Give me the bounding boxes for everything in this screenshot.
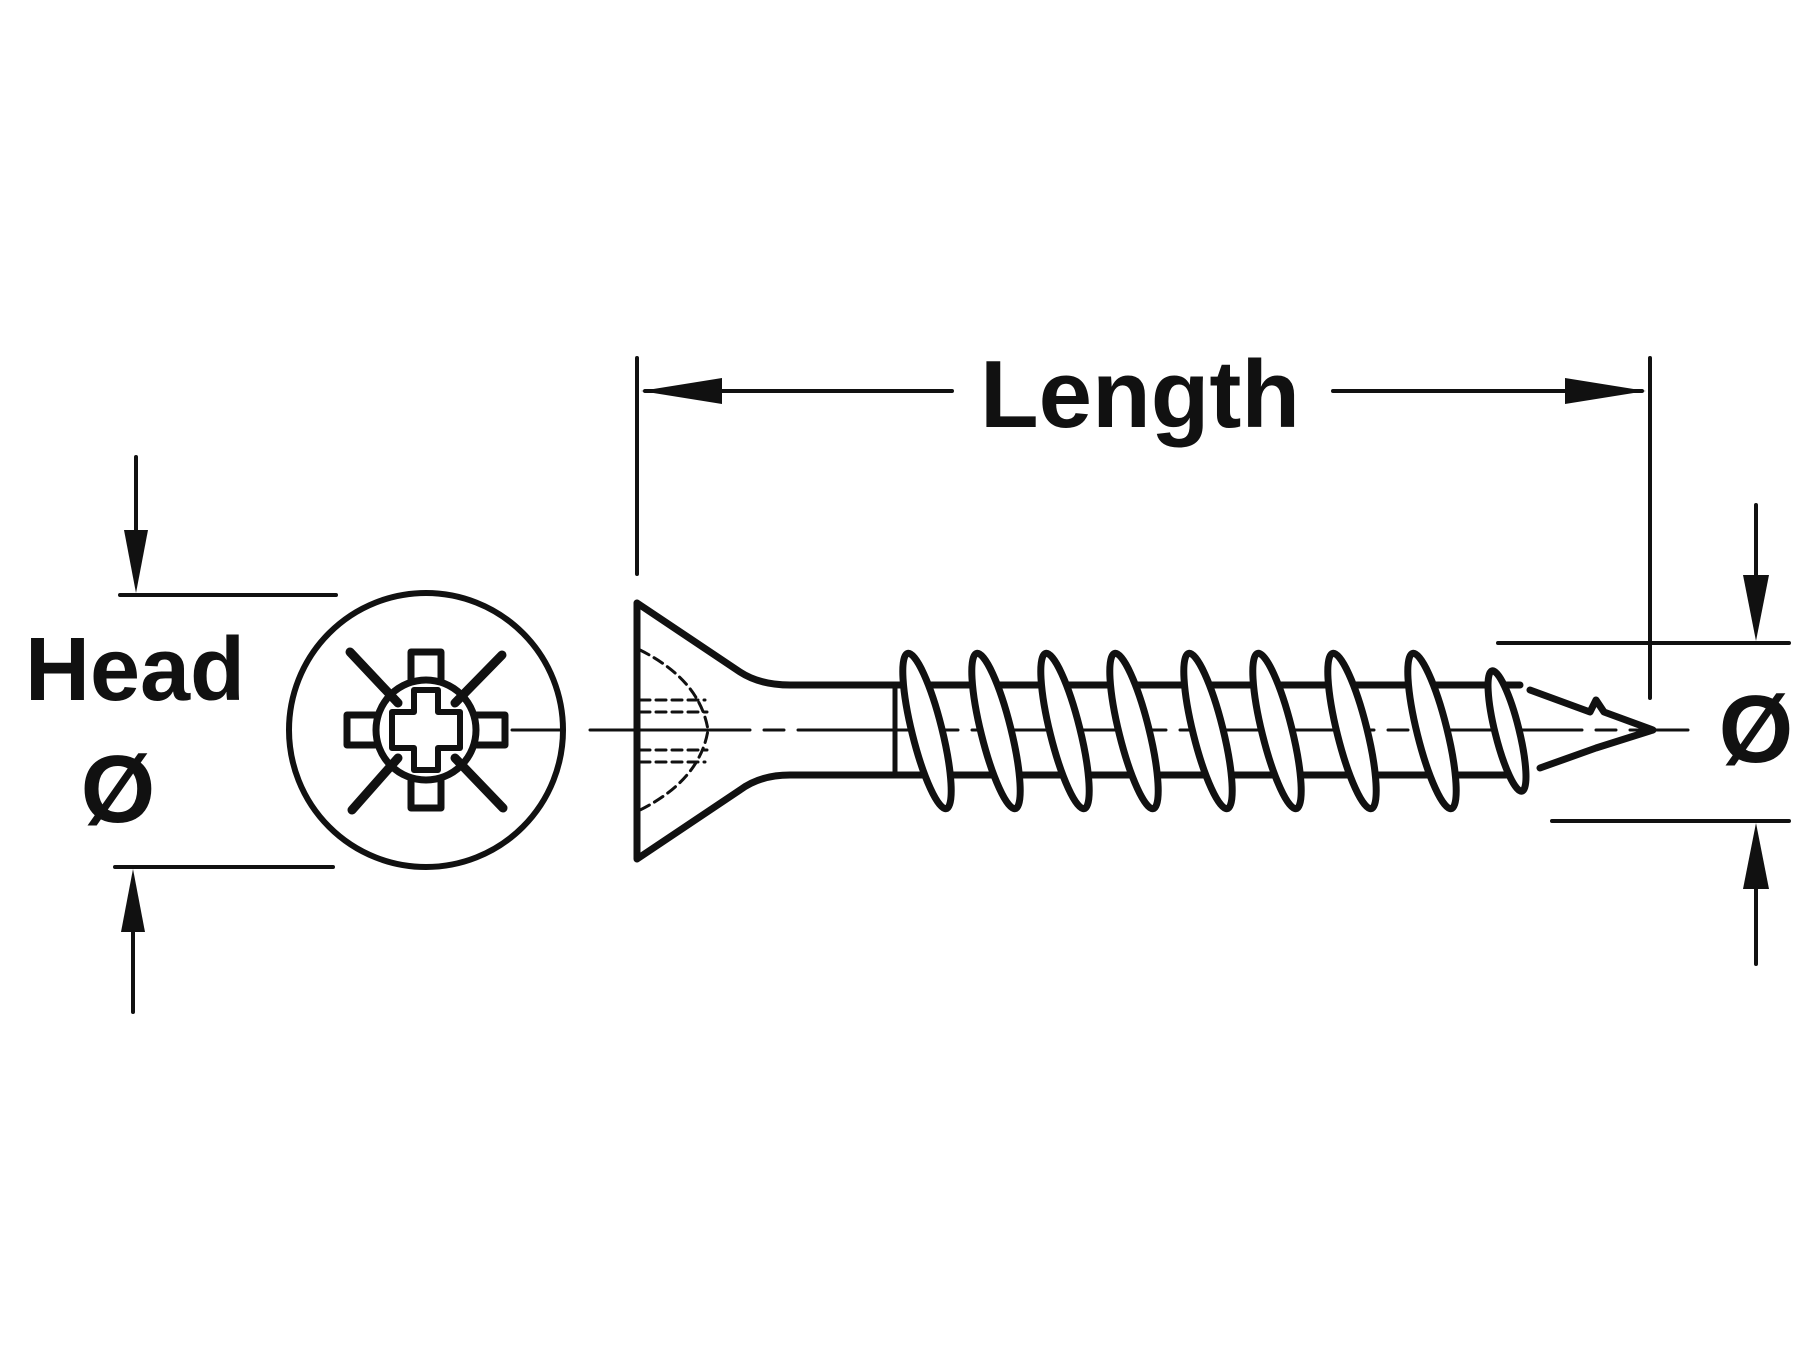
head-diameter-dimension [113, 455, 338, 1014]
thread-crest [1404, 649, 1460, 813]
screw-side-view [633, 599, 1657, 863]
thread-diameter-dimension [1496, 503, 1791, 966]
length-dimension [635, 356, 1652, 700]
length-label: Length [980, 341, 1300, 448]
thread-crest [1324, 649, 1380, 813]
head-arrow-down-icon [124, 530, 148, 593]
screw-tip [1526, 686, 1657, 772]
thread-crest [1037, 649, 1093, 813]
pozidriv-cross-icon [286, 590, 566, 870]
head-label: Head [25, 620, 245, 720]
head-arrow-up-icon [121, 869, 145, 932]
thread-diameter-symbol: Ø [1719, 676, 1794, 783]
head-diameter-symbol: Ø [81, 736, 156, 843]
thread-crest [1249, 649, 1305, 813]
thread-crest [968, 649, 1024, 813]
screw-threads [899, 649, 1530, 813]
screw-head [633, 599, 899, 863]
thread-crest [1106, 649, 1162, 813]
thread-crest [899, 649, 955, 813]
thread-arrow-up-icon [1743, 823, 1769, 889]
thread-crest [1484, 667, 1530, 795]
thread-arrow-down-icon [1743, 575, 1769, 641]
thread-crest [1180, 649, 1236, 813]
length-arrow-right-icon [1565, 378, 1646, 404]
head-circle [286, 590, 566, 870]
length-arrow-left-icon [641, 378, 722, 404]
